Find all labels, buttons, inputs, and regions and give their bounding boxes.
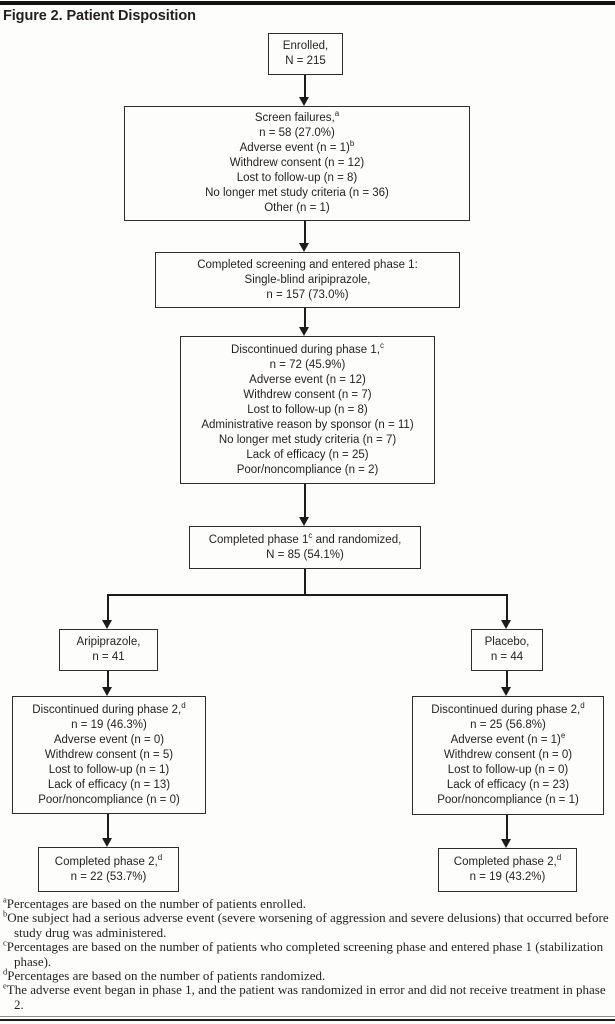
connector-line [304,308,306,328]
arrow-down-icon [102,620,112,629]
footnote-c: cPercentages are based on the number of … [3,937,609,969]
footnote-text: Percentages are based on the number of p… [6,896,307,911]
footnotes: aPercentages are based on the number of … [3,894,609,1012]
arrow-down-icon [501,839,511,848]
arrow-down-icon [299,97,309,106]
branch-line [107,594,508,596]
connector-line [304,221,306,244]
footnote-text: Percentages are based on the number of p… [7,968,326,984]
footnote-marker: e [3,981,7,992]
footnote-marker: c [3,937,7,948]
footnote-d: dPercentages are based on the number of … [3,966,609,984]
flow-box-phase1-entry: Completed screening and entered phase 1:… [155,252,460,308]
arrow-down-icon [299,243,309,252]
arrow-down-icon [299,517,309,526]
connector-line [304,569,306,596]
bottom-rule [0,1016,615,1021]
arrow-down-icon [299,327,309,336]
connector-line [107,594,109,621]
arrow-down-icon [501,687,511,696]
footnote-a: aPercentages are based on the number of … [3,894,609,911]
connector-line [304,75,306,98]
footnote-marker: a [3,894,7,905]
footnote-b: bOne subject had a serious adverse event… [3,909,609,940]
flow-box-arm-aripiprazole: Aripiprazole,n = 41 [59,629,158,671]
flow-box-enrolled: Enrolled,N = 215 [268,33,343,75]
top-rule [0,1,615,5]
footnote-text: Percentages are based on the number of p… [6,939,604,969]
connector-line [506,671,508,688]
flow-box-arm-placebo: Placebo,n = 44 [471,629,543,671]
connector-line [506,594,508,621]
footnote-e: eThe adverse event began in phase 1, and… [3,981,609,1012]
arrow-down-icon [102,687,112,696]
footnote-marker: b [3,909,8,920]
arrow-down-icon [501,620,511,629]
figure-title: Figure 2. Patient Disposition [3,8,196,24]
flow-box-randomized: Completed phase 1c and randomized,N = 85… [189,526,421,569]
footnote-text: The adverse event began in phase 1, and … [6,982,606,1012]
connector-line [506,815,508,840]
connector-line [304,484,306,518]
arrow-down-icon [102,838,112,847]
footnote-marker: d [3,966,8,977]
connector-line [107,671,109,688]
connector-line [107,814,109,839]
footnote-text: One subject had a serious adverse event … [7,910,609,940]
